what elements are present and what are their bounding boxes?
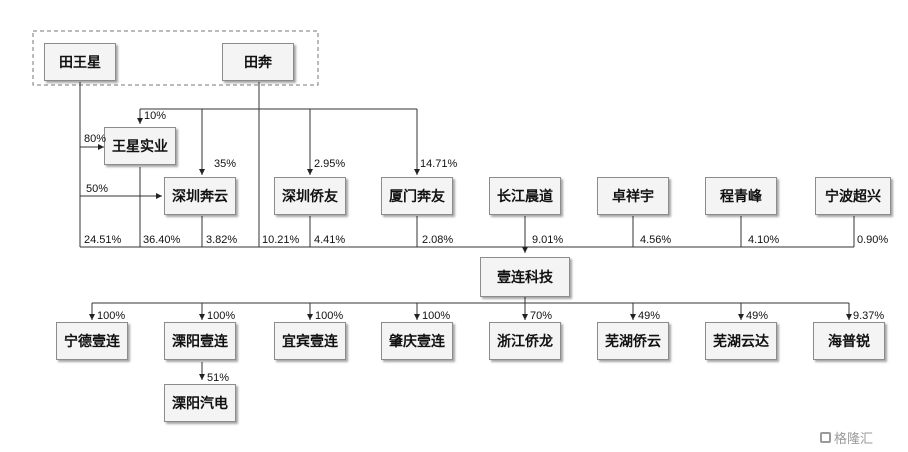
watermark: 格隆汇: [820, 428, 873, 447]
pct-sub-wuhu-qiaoyun: 49%: [638, 310, 661, 322]
node-liyang-qidian: 溧阳汽电: [164, 384, 236, 422]
pct-holder-zhuo-xiangyu: 4.56%: [640, 234, 672, 246]
pct-sub-wuhu-yunda: 49%: [746, 310, 769, 322]
node-changjiang-chendao: 长江晨道: [489, 177, 561, 215]
pct-sub-haipurui: 9.37%: [853, 310, 885, 322]
node-shenzhen-benyun: 深圳奔云: [164, 177, 236, 215]
gelonghui-logo-icon: [820, 432, 831, 443]
node-liyang-yilian: 溧阳壹连: [164, 322, 236, 360]
pct-holder-changjiang-chendao: 9.01%: [532, 234, 564, 246]
pct-holder-cheng-qingfeng: 4.10%: [748, 234, 780, 246]
pct-holder-wangxing-shiye: 36.40%: [143, 234, 181, 246]
node-ningde-yilian: 宁德壹连: [56, 322, 128, 360]
node-wuhu-qiaoyun: 芜湖侨云: [597, 322, 669, 360]
watermark-text: 格隆汇: [834, 432, 874, 447]
node-yibin-yilian: 宜宾壹连: [274, 322, 346, 360]
node-xiamen-benyou: 厦门奔友: [381, 177, 453, 215]
pct-holder-tian-ben: 10.21%: [262, 234, 300, 246]
pct-wangxing-to-wangxing-shiye: 80%: [84, 133, 107, 145]
pct-wangxing-to-benyun: 50%: [86, 183, 109, 195]
pct-ben-to-benyun: 35%: [214, 158, 237, 170]
node-ningbo-chaoxing: 宁波超兴: [815, 177, 891, 215]
pct-holder-ningbo-chaoxing: 0.90%: [857, 234, 889, 246]
pct-sub-liyang-yilian: 100%: [207, 310, 236, 322]
pct-ben-to-wangxing-shiye: 10%: [144, 110, 167, 122]
node-tian-ben: 田奔: [222, 43, 294, 81]
pct-ben-to-qiaoyou: 2.95%: [314, 158, 346, 170]
pct-holder-xiamen-benyou: 2.08%: [422, 234, 454, 246]
node-cheng-qingfeng: 程青峰: [705, 177, 777, 215]
pct-sub-liyang-qidian: 51%: [207, 372, 230, 384]
pct-sub-zhaoqing-yilian: 100%: [422, 310, 451, 322]
pct-holder-tian-wangxing: 24.51%: [84, 234, 122, 246]
pct-holder-shenzhen-qiaoyou: 4.41%: [314, 234, 346, 246]
pct-holder-shenzhen-benyun: 3.82%: [206, 234, 238, 246]
pct-sub-yibin-yilian: 100%: [315, 310, 344, 322]
pct-ben-to-xiamen: 14.71%: [420, 158, 458, 170]
node-wangxing-shiye: 王星实业: [104, 127, 176, 165]
node-haipurui: 海普锐: [813, 322, 885, 360]
node-wuhu-yunda: 芜湖云达: [705, 322, 777, 360]
pct-sub-zhejiang-qiaolong: 70%: [530, 310, 553, 322]
pct-sub-ningde-yilian: 100%: [97, 310, 126, 322]
node-zhuo-xiangyu: 卓祥宇: [597, 177, 669, 215]
node-zhejiang-qiaolong: 浙江侨龙: [489, 322, 561, 360]
node-shenzhen-qiaoyou: 深圳侨友: [274, 177, 346, 215]
node-tian-wangxing: 田王星: [44, 43, 116, 81]
node-zhaoqing-yilian: 肇庆壹连: [381, 322, 453, 360]
node-yilian-keji: 壹连科技: [480, 257, 570, 297]
